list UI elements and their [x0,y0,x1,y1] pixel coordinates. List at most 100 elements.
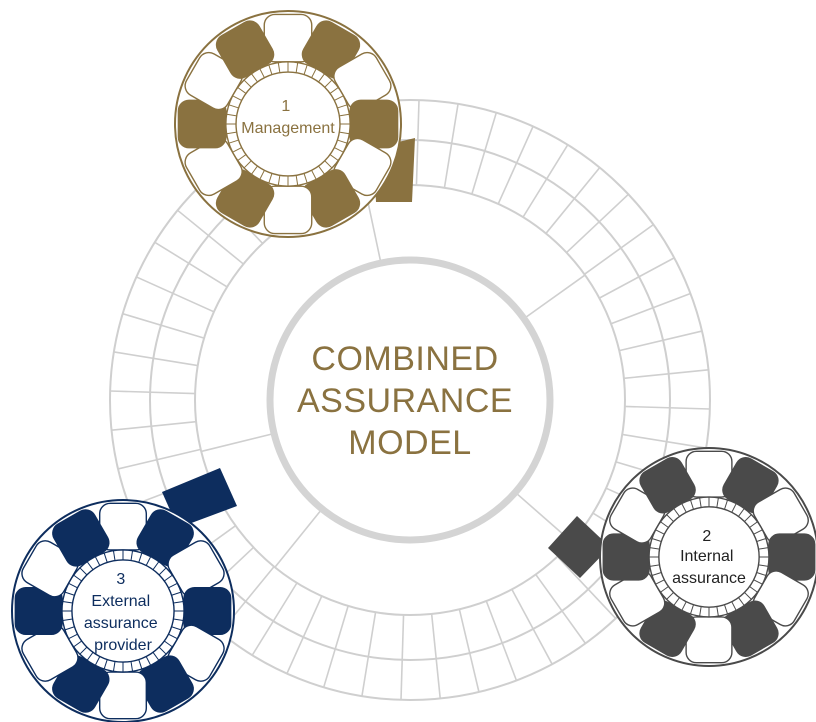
chip-ring-tick [62,600,73,604]
chip-ring-tick [724,604,729,615]
chip-ring-tick [334,95,344,101]
chip-ring-tick [171,626,182,631]
chip-ring-tick [681,601,687,611]
ring-segment-divider [113,351,198,367]
chip-ring-tick [699,497,702,508]
internal-connector-block [548,516,610,578]
ring-segment-divider [622,433,707,449]
chip-ring-tick [277,62,281,73]
chip-ring-tick [311,170,317,180]
chip-management: 1 Management [174,10,402,238]
ring-segment-divider [497,126,534,205]
ring-segment-divider [286,595,323,674]
chip-ring-tick [251,73,258,83]
chip-ring-tick [164,640,173,648]
ring-segment-divider [556,555,617,619]
chip-ring-tick [295,62,299,73]
ring-segment-divider [619,330,703,352]
chip-ring-tick [716,606,719,617]
chip-ring-tick [152,652,160,661]
chip-ring-tick [651,537,662,542]
chip-ring-tick [744,514,752,522]
outer-ring-circle [109,99,711,701]
chip-external-body [11,499,235,722]
center-circle [266,256,554,544]
ring-segment-divider [583,223,654,275]
chip-ring-tick [303,173,308,184]
chip-ring-tick [232,147,242,153]
chip-ring-tick [666,592,674,600]
ring-segment-divider [154,241,228,288]
chip-ring-tick [673,597,680,606]
chip-ring-tick [259,68,265,78]
chip-ring-tick [79,646,88,655]
chip-ring-tick [73,640,82,648]
chip-ring-tick [232,95,242,101]
chip-ring-tick [673,508,680,517]
chip-ring-tick [138,659,143,670]
chip-ring-tick [655,529,665,535]
chip-management-line-2: Management [241,120,335,137]
chip-ring-tick [64,626,75,631]
chip-ring-tick [689,499,694,510]
chip-ring-tick [295,175,299,186]
chip-ring-tick [145,556,152,566]
ring-segment-divider [111,420,197,432]
chip-ring-tick [753,579,763,585]
chip-internal-line-1: 2 [702,528,711,545]
chip-ring-tick [130,550,134,561]
chip-ring-tick [660,586,669,593]
chip-ring-tick [168,633,178,640]
chip-ring-tick [268,173,273,184]
chip-ring-tick [112,661,116,672]
chip-ring-tick [738,508,745,517]
chip-ring-tick [152,561,160,570]
ring-segment-divider [522,144,569,218]
chip-ring-tick [103,552,108,563]
chip-ring-tick [318,73,325,83]
center-title-line-1: COMBINED [311,340,498,378]
ring-segment-divider [535,573,587,644]
chip-ring-tick [716,497,719,508]
chip-ring-tick [228,139,239,144]
chip-ring-tick [337,104,348,109]
chip-ring-tick [753,529,763,535]
chip-ring-tick [738,597,745,606]
chip-ring-tick [277,175,281,186]
ring-segment-divider [623,368,709,380]
chip-ring-tick [79,567,88,576]
ring-segment-divider [598,257,675,299]
ring-segment-divider [251,582,298,656]
chip-ring-tick [339,131,350,135]
ring-segment-divider [400,614,405,700]
chip-ring-tick [731,503,737,513]
chip-external-line-1: 3 [116,571,125,588]
inner-spoke [523,274,586,320]
chip-ring-tick [749,521,758,528]
chip-ring-tick [171,591,182,596]
chip-ring-tick [243,79,252,88]
chip-ring-tick [324,160,333,169]
ring-segment-divider [610,292,691,325]
chip-ring-tick [649,564,660,567]
chip-ring-tick [324,79,333,88]
chip-ring-tick [660,521,669,528]
chip-internal: 2 Internal assurance [599,447,816,667]
ring-segment-divider [485,600,518,681]
chip-ring-tick [749,586,758,593]
chip-external-line-4: provider [94,637,152,654]
chip-ring-tick [94,656,101,666]
chip-ring-tick [237,154,247,161]
ring-segment-divider [511,588,553,665]
chip-ring-tick [158,567,167,576]
chip-ring-tick [756,572,767,577]
ring-segment-divider [624,405,710,410]
chip-ring-tick [724,499,729,510]
chip-ring-tick [158,646,167,655]
chip-ring-tick [173,600,184,604]
ring-segment-divider [430,613,442,699]
chip-ring-tick [699,606,702,617]
chip-ring-tick [744,592,752,600]
chip-ring-tick [649,547,660,550]
